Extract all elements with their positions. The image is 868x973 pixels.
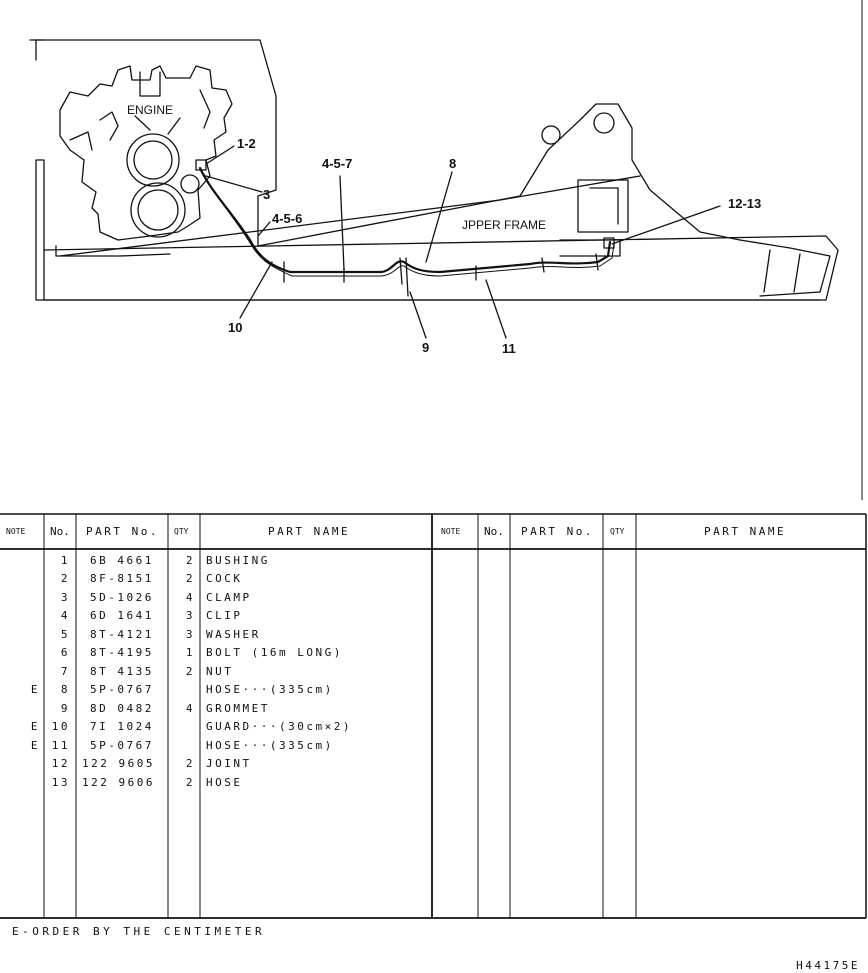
row-number: 5: [60, 628, 70, 641]
callout-1-2: 1-2: [237, 136, 256, 151]
col-header-no-right: No.: [484, 525, 504, 538]
row-note: E: [30, 720, 40, 733]
row-number: 3: [60, 591, 70, 604]
col-header-qty-right: QTY: [610, 527, 625, 536]
engine-label: ENGINE: [127, 103, 173, 117]
row-number: 11: [51, 739, 70, 752]
callout-3: 3: [263, 187, 270, 202]
row-part-name: JOINT: [206, 757, 252, 770]
engine-pulley-lower: [130, 182, 186, 238]
row-qty: 3: [185, 628, 195, 641]
row-note: E: [30, 739, 40, 752]
callout-9: 9: [422, 340, 429, 355]
row-number: 7: [60, 665, 70, 678]
row-qty: 4: [185, 591, 195, 604]
col-header-qty: QTY: [174, 527, 189, 536]
row-qty: 2: [185, 665, 195, 678]
row-part-no: 5P-0767: [90, 683, 154, 696]
row-number: 4: [60, 609, 70, 622]
callout-10: 10: [228, 320, 242, 335]
col-header-note-right: NOTE: [441, 527, 461, 536]
row-qty: 3: [185, 609, 195, 622]
row-part-no: 8F-8151: [90, 572, 154, 585]
engine-housing: [35, 39, 277, 247]
row-number: 2: [60, 572, 70, 585]
row-part-no: 8T-4195: [90, 646, 154, 659]
row-number: 10: [51, 720, 70, 733]
hose-route: [198, 166, 612, 274]
col-header-part-no: PART No.: [86, 525, 159, 538]
row-part-no: 122 9606: [82, 776, 155, 789]
boom-mount: [257, 103, 741, 247]
row-qty: 2: [185, 776, 195, 789]
row-part-name: BOLT (16m LONG): [206, 646, 343, 659]
engine-outline: [59, 65, 233, 241]
col-header-part-name-right: PART NAME: [704, 525, 787, 538]
row-part-name: WASHER: [206, 628, 261, 641]
callout-4-5-6: 4-5-6: [272, 211, 302, 226]
callout-11: 11: [502, 341, 516, 356]
row-part-no: 8T-4121: [90, 628, 154, 641]
col-header-part-name: PART NAME: [268, 525, 351, 538]
row-number: 8: [60, 683, 70, 696]
row-number: 12: [51, 757, 70, 770]
row-part-name: CLAMP: [206, 591, 252, 604]
row-part-name: CLIP: [206, 609, 243, 622]
row-part-no: 8T 4135: [90, 665, 154, 678]
row-qty: 2: [185, 554, 195, 567]
row-part-name: COCK: [206, 572, 243, 585]
row-part-name: HOSE···(335cm): [206, 739, 334, 752]
drawing-code: H44175E: [796, 959, 860, 972]
parts-table: NOTE No. PART No. QTY PART NAME NOTE No.…: [0, 513, 868, 920]
engine-pulley-upper: [126, 133, 180, 187]
row-part-name: NUT: [206, 665, 234, 678]
row-number: 13: [51, 776, 70, 789]
row-part-name: HOSE: [206, 776, 243, 789]
row-part-no: 6B 4661: [90, 554, 154, 567]
row-qty: 2: [185, 572, 195, 585]
row-number: 9: [60, 702, 70, 715]
row-qty: 1: [185, 646, 195, 659]
callout-8: 8: [449, 156, 456, 171]
col-header-no: No.: [50, 525, 70, 538]
row-number: 6: [60, 646, 70, 659]
row-part-no: 5P-0767: [90, 739, 154, 752]
upper-frame-label: JPPER FRAME: [462, 218, 546, 232]
table-grid: [0, 513, 867, 919]
boom-pin: [593, 112, 615, 134]
row-qty: 4: [185, 702, 195, 715]
col-header-part-no-right: PART No.: [521, 525, 594, 538]
row-part-name: GROMMET: [206, 702, 270, 715]
row-part-name: BUSHING: [206, 554, 270, 567]
row-part-no: 6D 1641: [90, 609, 154, 622]
order-note: E-ORDER BY THE CENTIMETER: [12, 925, 266, 938]
frame-beam: [43, 235, 839, 301]
row-qty: 2: [185, 757, 195, 770]
row-part-name: HOSE···(335cm): [206, 683, 334, 696]
row-part-no: 122 9605: [82, 757, 155, 770]
callout-12-13: 12-13: [728, 196, 761, 211]
row-note: E: [30, 683, 40, 696]
row-number: 1: [60, 554, 70, 567]
row-part-name: GUARD···(30cm×2): [206, 720, 352, 733]
col-header-note: NOTE: [6, 527, 26, 536]
row-part-no: 7I 1024: [90, 720, 154, 733]
callout-4-5-7: 4-5-7: [322, 156, 352, 171]
parts-illustration: ENGINE JPPER FRAME 1-2 3 4-5-7 8 4-5-6 1…: [29, 0, 863, 500]
row-part-no: 5D-1026: [90, 591, 154, 604]
row-part-no: 8D 0482: [90, 702, 154, 715]
